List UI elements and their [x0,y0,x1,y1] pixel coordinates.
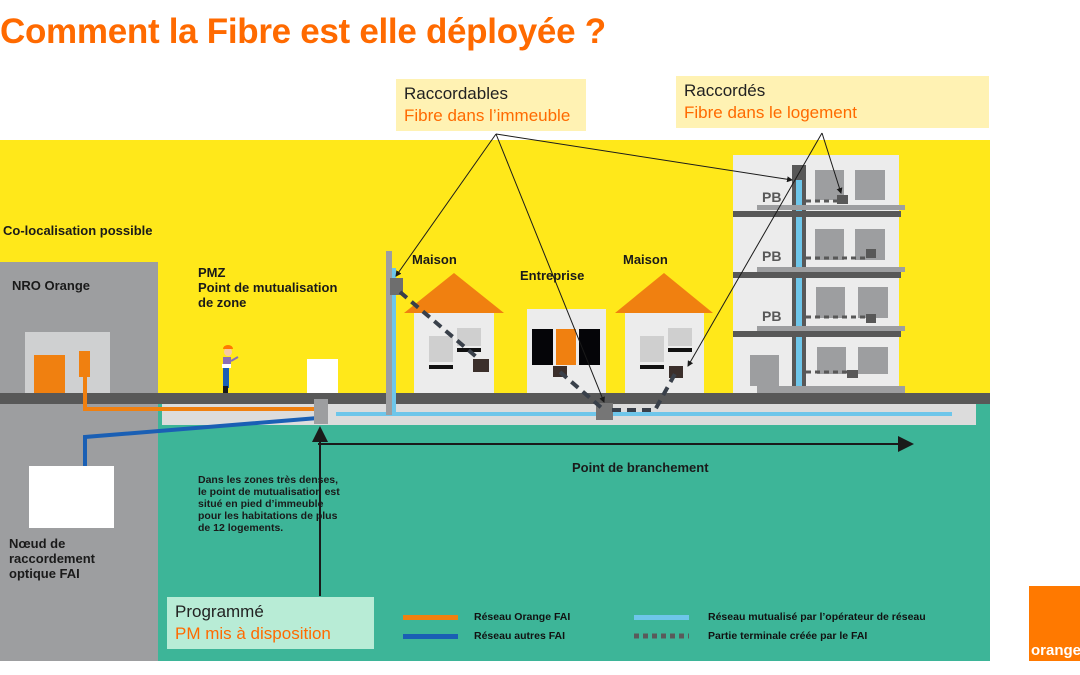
noeud-label-line2: raccordement [9,551,95,566]
orange-logo-text: orange [1031,642,1080,659]
orange-fai-line [83,376,318,411]
floor-slab [757,267,905,272]
building-riser-fiber [796,180,802,393]
house2-body [625,313,704,393]
pmz-box [314,399,328,424]
pmz-label-line3: de zone [198,295,247,310]
house2-window [640,336,664,362]
note-line1: Dans les zones très denses, [198,474,339,486]
pmz-label-line2: Point de mutualisation [198,280,338,295]
entreprise-door [556,329,576,365]
pmz-label: PMZ Point de mutualisation de zone [198,265,337,310]
colocalisation-label: Co-localisation possible [3,223,153,238]
callout-raccordables-title: Raccordables [404,84,508,103]
floor-beam [733,272,901,278]
noeud-box [29,466,114,528]
pole-pb-box [390,278,403,295]
point-branchement-label: Point de branchement [572,460,709,475]
house1-sill [429,365,453,369]
callout-programme: Programmé PM mis à disposition [167,597,374,649]
house2-sill [640,365,664,369]
entreprise-window2 [579,329,600,365]
entreprise-outlet [553,366,567,377]
building-windows [750,170,888,386]
callout-raccordes: Raccordés Fibre dans le logement [676,76,989,128]
floor-beam [733,211,901,217]
road-line [0,393,990,404]
nro-label: NRO Orange [12,278,91,293]
nro-port [79,351,90,377]
entreprise-window [532,329,553,365]
legend-item-shared-network: Réseau mutualisé par l’opérateur de rése… [708,611,926,623]
floor-slab [757,386,905,393]
orange-logo: orange [1029,586,1080,661]
utility-pole [386,251,392,415]
technician-figure [222,345,239,393]
terminal-dashed-lines [398,290,678,412]
note-line4: pour les habitations de plus [198,510,338,522]
apartment-dashed-lines [806,199,866,374]
callout-raccordables-subtitle: Fibre dans l’immeuble [404,106,571,125]
callout-raccordables: Raccordables Fibre dans l’immeuble [396,79,586,131]
other-fai-line [83,416,319,468]
house2-window2 [668,328,692,346]
pmz-cabinet [307,359,338,393]
house2-sill2 [668,348,692,352]
legend-swatch-orange [403,615,458,620]
house1-outlet [473,359,489,372]
house1-window2 [457,328,481,346]
note-line5: de 12 logements. [198,522,284,534]
pmz-label-line1: PMZ [198,265,226,280]
pb-label-1: PB [762,189,782,205]
dense-zone-note: Dans les zones très denses, le point de … [198,474,373,534]
pb-label-2: PB [762,248,782,264]
house2-roof [615,273,713,313]
callout-arrows [395,132,843,403]
house1-window [429,336,453,362]
ground-background [0,403,990,661]
house1-body [414,313,494,393]
legend-swatch-blue [403,634,458,639]
callout-programme-title: Programmé [175,602,264,621]
noeud-label-line3: optique FAI [9,566,80,581]
note-line3: situé en pied d’immeuble [198,498,324,510]
pb-label-3: PB [762,308,782,324]
nro-building [0,262,158,661]
maison1-label: Maison [412,252,457,267]
callout-raccordes-subtitle: Fibre dans le logement [684,103,857,122]
legend-item-terminal: Partie terminale créée par le FAI [708,630,868,642]
floor-slab [757,326,905,331]
floor-slab [757,205,905,210]
noeud-label: Nœud de raccordement optique FAI [9,536,95,581]
pole-blue-line [392,268,396,414]
maison2-label: Maison [623,252,668,267]
callout-raccordes-title: Raccordés [684,81,766,100]
note-line2: le point de mutualisation est [198,486,340,498]
entreprise-label: Entreprise [520,268,585,283]
legend-item-other-fai: Réseau autres FAI [474,630,566,642]
noeud-label-line1: Nœud de [9,536,66,551]
callout-programme-subtitle: PM mis à disposition [175,624,331,643]
house1-roof [404,273,504,313]
legend-item-orange-fai: Réseau Orange FAI [474,611,571,623]
floor-beam [733,331,901,337]
house2-outlet [669,366,683,378]
legend-swatch-lightblue [634,615,689,620]
nro-equipment [34,355,65,394]
page-title: Comment la Fibre est elle déployée ? [0,12,606,51]
apartment-outlets [837,195,876,378]
